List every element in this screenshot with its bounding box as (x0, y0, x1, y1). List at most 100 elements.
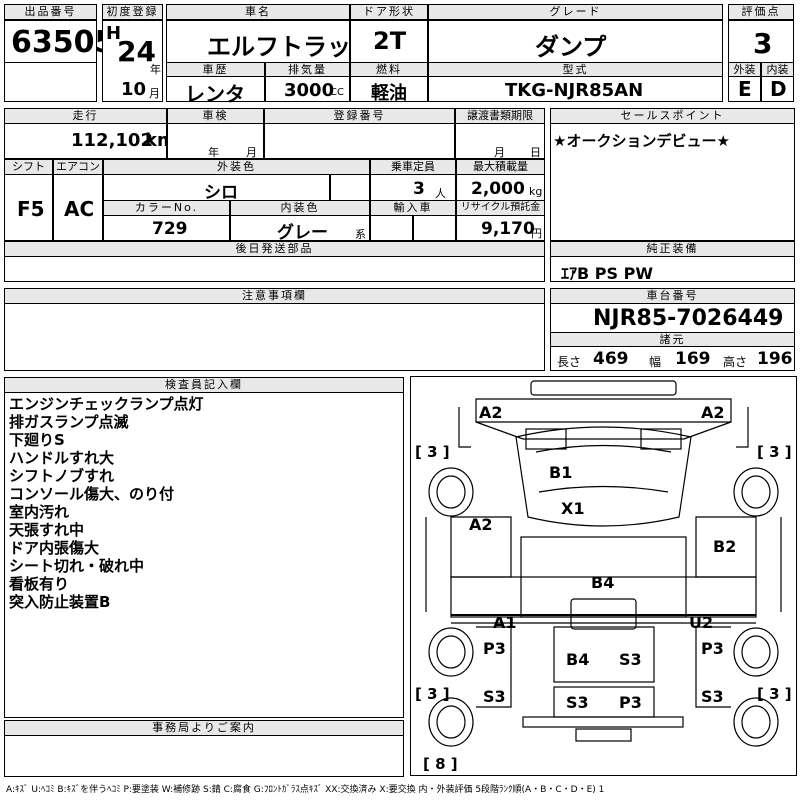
car-name-value: エルフトラック (207, 33, 375, 61)
rank-front-left: [ 3 ] (415, 443, 450, 461)
car-name-box: エルフトラック (166, 20, 375, 63)
transfer-month-unit: 月 (494, 146, 505, 159)
genuine-equip-label: 純正装備 (550, 241, 795, 257)
recycle-label: リサイクル預託金 (456, 200, 545, 216)
first-reg-label: 初度登録 (102, 4, 163, 20)
displacement-label: 排気量 (265, 62, 350, 77)
vehicle-damage-diagram: A2 A2 B1 X1 A2 B2 B4 A1 U2 P3 P3 B4 S3 S… (410, 376, 797, 776)
rank-rear-right: [ 3 ] (757, 685, 792, 703)
displacement-value: 3000 (284, 80, 335, 101)
year-unit: 年 (150, 63, 161, 76)
max-load-box: 2,000 kg (456, 174, 545, 201)
door-label: ドア形状 (350, 4, 428, 20)
note-line: 下廻りS (9, 431, 65, 449)
chassis-box: NJR85-7026449 (550, 303, 795, 333)
height-label: 高さ (723, 355, 748, 369)
interior-box: D (761, 76, 794, 102)
mark-front-right: A2 (701, 403, 725, 422)
mileage-label: 走行 (4, 108, 167, 124)
color-no-label: カラーNo. (103, 200, 230, 216)
rank-front-right: [ 3 ] (757, 443, 792, 461)
era-value: H (106, 23, 122, 44)
shaken-year-unit: 年 (208, 146, 219, 159)
inspector-notes: エンジンチェックランプ点灯 排ガスランプ点滅 下廻りS ハンドルすれ大 シフトノ… (4, 392, 404, 718)
office-label: 事務局よりご案内 (4, 720, 404, 736)
model-value: TKG-NJR85AN (505, 80, 644, 101)
note-line: 排ガスランプ点滅 (9, 413, 129, 431)
note-line: 室内汚れ (9, 503, 70, 521)
caution-box (4, 303, 545, 371)
score-label: 評価点 (728, 4, 794, 20)
model-box: TKG-NJR85AN (428, 76, 723, 102)
history-value: レンタ (185, 82, 245, 106)
shift-box: F5 (4, 174, 53, 241)
lot-no-box: 63505 (4, 20, 115, 63)
sales-point-value: ★オークションデビュー★ (553, 132, 730, 150)
score-value: 3 (753, 27, 773, 60)
color-no-box: 729 (103, 215, 230, 241)
sales-point-label: セールスポイント (550, 108, 795, 124)
sales-point-box: ★オークションデビュー★ (550, 123, 795, 241)
lot-no-value: 63505 (11, 25, 116, 60)
mileage-box: 112,102 km (4, 123, 176, 159)
exterior-label: 外装 (728, 62, 761, 77)
lot-no-empty (4, 62, 97, 102)
note-line: エンジンチェックランプ点灯 (9, 395, 204, 413)
shift-value: F5 (17, 197, 45, 221)
shaken-label: 車検 (167, 108, 264, 124)
genuine-equip-box: ｴｱB PS PW (550, 256, 795, 283)
rank-rear: [ 8 ] (423, 755, 458, 773)
aircon-box: AC (53, 174, 103, 241)
width-label: 幅 (649, 355, 662, 369)
later-parts-box (4, 256, 545, 282)
length-label: 長さ (557, 355, 582, 369)
ext-color-value: シロ (204, 183, 238, 203)
reg-no-box (264, 123, 455, 159)
inspector-label: 検査員記入欄 (4, 377, 404, 393)
specs-box: 長さ 469 幅 169 高さ 196 (550, 346, 795, 371)
mark-roof: B1 (549, 463, 573, 482)
mark-right-rear: P3 (701, 639, 724, 658)
caution-label: 注意事項欄 (4, 288, 545, 304)
import-box-a (370, 215, 413, 241)
kg-unit: kg (529, 185, 543, 198)
door-box: 2T (350, 20, 428, 63)
int-color-box: グレー 系 (230, 215, 370, 243)
fuel-box: 軽油 (350, 76, 428, 104)
import-box-b (413, 215, 456, 241)
recycle-box: 9,170 円 (456, 215, 545, 241)
transfer-box: 月 日 (455, 123, 545, 159)
transfer-day-unit: 日 (530, 146, 541, 159)
interior-label: 内装 (761, 62, 794, 77)
mark-left-rear: P3 (483, 639, 506, 658)
mark-bed: B4 (591, 573, 615, 592)
ext-color-box: シロ (103, 174, 330, 203)
int-color-label: 内装色 (230, 200, 370, 216)
mark-rear-left: S3 (566, 693, 589, 712)
cc-unit: CC (330, 87, 344, 98)
grade-label: グレード (428, 4, 723, 20)
first-reg-box: H 24 年 10 月 (102, 20, 163, 102)
model-label: 型式 (428, 62, 723, 77)
car-name-label: 車名 (166, 4, 350, 20)
note-line: 天張すれ中 (9, 521, 85, 539)
history-box: レンタ (166, 76, 265, 106)
shift-label: シフト (4, 159, 53, 175)
kei-unit: 系 (355, 228, 366, 241)
mark-left-door: A2 (469, 515, 493, 534)
ext-color-extra (330, 174, 370, 201)
exterior-box: E (728, 76, 761, 102)
exterior-value: E (738, 77, 752, 101)
note-line: シート切れ・破れ中 (9, 557, 145, 575)
displacement-box: 3000 CC (265, 76, 350, 102)
mark-windshield: X1 (561, 499, 585, 518)
mark-right-door: B2 (713, 537, 737, 556)
truck-outline-svg (425, 380, 782, 747)
specs-label: 諸元 (550, 332, 795, 347)
interior-value: D (770, 77, 787, 101)
width-value: 169 (675, 349, 711, 369)
year-value: 24 (117, 35, 156, 68)
month-value: 10 (121, 79, 147, 100)
capacity-value: 3 (413, 179, 425, 199)
legend-text: A:ｷｽﾞ U:ﾍｺﾐ B:ｷｽﾞを伴うﾍｺﾐ P:要塗装 W:補修跡 S:錆 … (6, 785, 605, 795)
